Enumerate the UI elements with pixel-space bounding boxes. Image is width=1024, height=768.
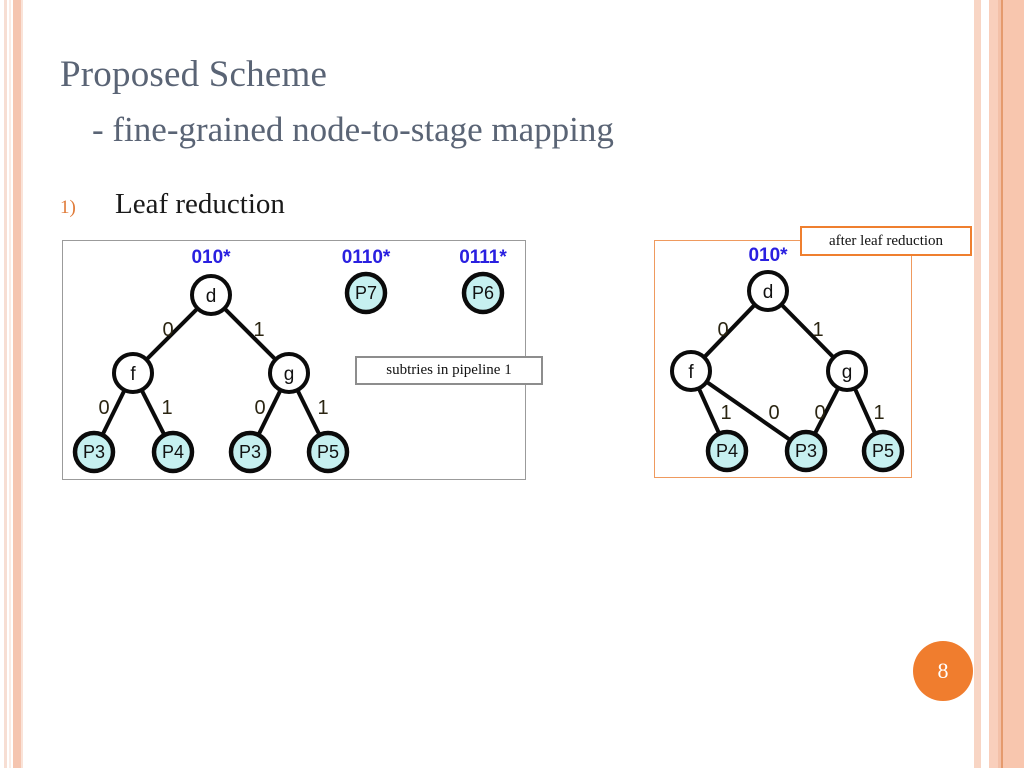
- trie-edge: [696, 387, 722, 435]
- callout-after-leaf-reduction: after leaf reduction: [800, 226, 972, 256]
- trie-internal-node: [268, 352, 310, 394]
- standalone-leaf-node: [461, 271, 505, 315]
- right-stripe-2: [981, 0, 989, 768]
- left-stripe-3: [13, 0, 21, 768]
- edge-label: 0: [162, 319, 173, 341]
- page-number-badge: 8: [913, 641, 973, 701]
- trie-node-label: d: [763, 282, 774, 303]
- trie-node-label: P3: [239, 442, 261, 462]
- edge-label: 0: [814, 402, 825, 424]
- trie-edge: [779, 303, 836, 359]
- edge-label: 1: [873, 402, 884, 424]
- standalone-leaf-label: P6: [472, 283, 494, 303]
- trie-leaf-node: [705, 429, 749, 473]
- bullet-item-leaf-reduction: 1) Leaf reduction: [60, 188, 285, 221]
- trie-leaf-node: [151, 430, 195, 474]
- trie-node-label: P3: [795, 441, 817, 461]
- trie-edge: [100, 389, 127, 436]
- trie-internal-node: [190, 274, 232, 316]
- left-stripe-2: [9, 0, 11, 768]
- edge-label: 0: [254, 397, 265, 419]
- page-title: Proposed Scheme: [60, 54, 328, 95]
- trie-edge: [256, 389, 283, 436]
- trie-node-label: P5: [317, 442, 339, 462]
- trie-node-label: f: [688, 362, 694, 383]
- trie-diagram-after: 010* 0 1 1 0 0 1 d f gP4 P3 P5: [670, 245, 905, 473]
- trie-leaf-node: [861, 429, 905, 473]
- trie-edge: [852, 387, 878, 435]
- trie-leaf-node: [72, 430, 116, 474]
- trie-node-label: d: [206, 286, 217, 307]
- trie-node-label: P3: [83, 442, 105, 462]
- trie-node-label: g: [284, 364, 295, 385]
- bullet-label: Leaf reduction: [115, 188, 285, 220]
- standalone-leaf-node: [344, 271, 388, 315]
- callout-subtries-in-pipeline: subtries in pipeline 1: [355, 356, 543, 385]
- right-stripe-3: [989, 0, 998, 768]
- trie-leaf-node: [306, 430, 350, 474]
- trie-internal-node: [826, 350, 868, 392]
- trie-edge: [295, 389, 322, 436]
- trie-node-label: P4: [162, 442, 184, 462]
- page-subtitle: - fine-grained node-to-stage mapping: [92, 110, 614, 149]
- trie-edge: [145, 307, 199, 361]
- trie-edge: [702, 303, 757, 359]
- trie-node-label: P5: [872, 441, 894, 461]
- address-label: 0110*: [342, 247, 391, 268]
- trie-edge: [139, 389, 167, 436]
- right-stripe-5: [1001, 0, 1003, 768]
- trie-internal-node: [112, 352, 154, 394]
- address-label: 0111*: [459, 247, 507, 268]
- edge-label: 1: [161, 397, 172, 419]
- edge-label: 0: [717, 319, 728, 341]
- trie-node-label: P4: [716, 441, 738, 461]
- left-stripe-1: [4, 0, 7, 768]
- trie-leaf-node: [228, 430, 272, 474]
- left-stripe-4: [21, 0, 23, 768]
- edge-label: 0: [98, 397, 109, 419]
- edge-label: 1: [812, 319, 823, 341]
- right-stripe-1: [974, 0, 981, 768]
- trie-node-label: g: [842, 362, 853, 383]
- bullet-marker: 1): [60, 197, 76, 218]
- trie-edge: [812, 386, 841, 436]
- trie-edge: [705, 380, 792, 442]
- address-label: 010*: [748, 245, 788, 266]
- trie-edge: [223, 307, 277, 361]
- right-stripe-4: [998, 0, 1001, 768]
- right-stripe-6: [1003, 0, 1024, 768]
- address-label: 010*: [191, 247, 231, 268]
- edge-label: 0: [768, 402, 779, 424]
- trie-node-label: f: [130, 364, 136, 385]
- standalone-leaf-label: P7: [355, 283, 377, 303]
- edge-label: 1: [720, 402, 731, 424]
- trie-leaf-node: [784, 429, 828, 473]
- trie-internal-node: [670, 350, 712, 392]
- edge-label: 1: [253, 319, 264, 341]
- trie-diagram-before: 010* 0110* 0111* 0 1 0 1 0 1 d f gP3 P4 P3 P5 P7 P6: [72, 247, 507, 474]
- edge-label: 1: [317, 397, 328, 419]
- trie-internal-node: [747, 270, 789, 312]
